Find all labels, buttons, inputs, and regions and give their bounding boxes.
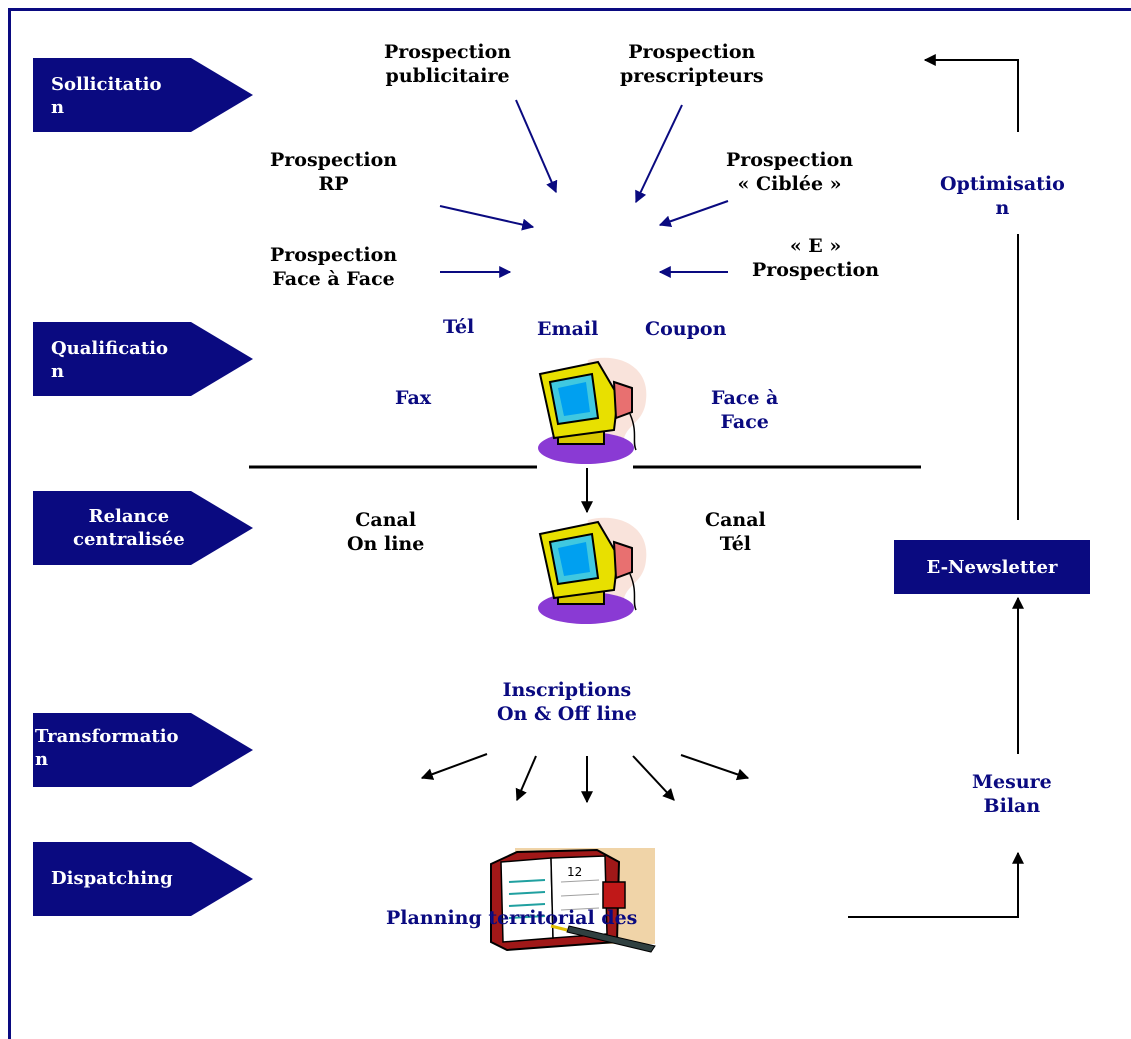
label-prospection-ciblee: Prospection « Ciblée » <box>726 149 854 195</box>
arrow-dispatch-5 <box>680 754 750 781</box>
stage-label: Sollicitatio n <box>51 74 162 118</box>
computer-icon <box>538 517 647 624</box>
stage-label: Qualificatio n <box>51 338 168 382</box>
stage-label: Transformatio n <box>35 726 179 770</box>
newsletter-box: E-Newsletter <box>894 540 1090 594</box>
diagram-frame <box>8 8 1131 1039</box>
arrow-top-to-sollicitation <box>923 54 1019 132</box>
arrow-planning-to-mesure <box>848 851 1024 918</box>
label-prospection-prescripteurs: Prospection prescripteurs <box>620 41 764 87</box>
label-tel: Tél <box>443 316 475 338</box>
agenda-icon: 12 <box>490 848 656 953</box>
label-canal-online: Canal On line <box>347 509 425 555</box>
label-e-prospection: « E » Prospection <box>752 235 880 281</box>
stage-label: Relance centralisée <box>73 506 185 550</box>
label-fax: Fax <box>395 387 432 409</box>
label-optimisation: Optimisatio n <box>940 173 1065 219</box>
label-planning: Planning territorial des <box>386 907 638 929</box>
label-prospection-face-a-face: Prospection Face à Face <box>270 244 398 290</box>
arrow-dispatch-4 <box>632 755 675 801</box>
stage-label: Dispatching <box>51 868 173 889</box>
label-face-a-face: Face à Face <box>711 387 779 433</box>
label-inscriptions: Inscriptions On & Off line <box>497 679 637 725</box>
computer-icon <box>538 357 647 464</box>
arrow-ciblee <box>658 200 729 228</box>
label-prospection-publicitaire: Prospection publicitaire <box>384 41 512 87</box>
svg-text:12: 12 <box>567 865 582 879</box>
arrow-rp <box>439 205 535 231</box>
arrow-dispatch-1 <box>420 753 488 780</box>
arrow-prescripteurs <box>635 104 683 204</box>
arrow-dispatch-2 <box>515 755 537 802</box>
label-canal-tel: Canal Tél <box>705 509 766 555</box>
label-coupon: Coupon <box>645 318 727 340</box>
arrow-publicitaire <box>515 99 558 194</box>
label-prospection-rp: Prospection RP <box>270 149 398 195</box>
label-mesure-bilan: Mesure Bilan <box>972 771 1052 817</box>
label-email: Email <box>537 318 599 340</box>
